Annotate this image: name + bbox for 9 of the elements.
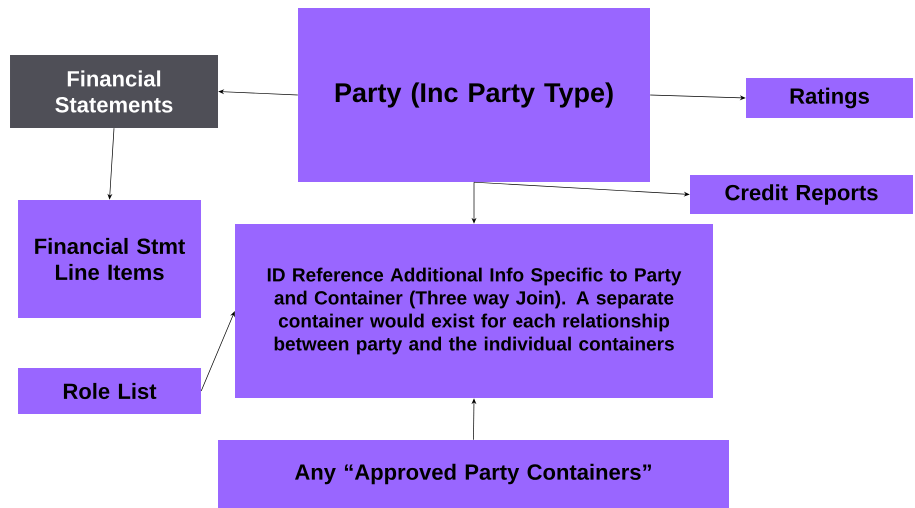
- entity-box: Credit Reports: [690, 175, 913, 214]
- entity-box: ID Reference Additional Info Specific to Party and Container (Three way Join). A separate container would exist for each relationship between party and the individual containers: [235, 224, 713, 398]
- entity-box: Any “Approved Party Containers”: [218, 440, 729, 508]
- entity-box: Financial Stmt Line Items: [18, 200, 201, 318]
- entity-box: Role List: [18, 368, 201, 414]
- arrow: [200, 311, 235, 392]
- entity-box: Party (Inc Party Type): [298, 8, 650, 182]
- entity-box: Ratings: [746, 78, 913, 118]
- dark-box: Financial Statements: [10, 55, 218, 128]
